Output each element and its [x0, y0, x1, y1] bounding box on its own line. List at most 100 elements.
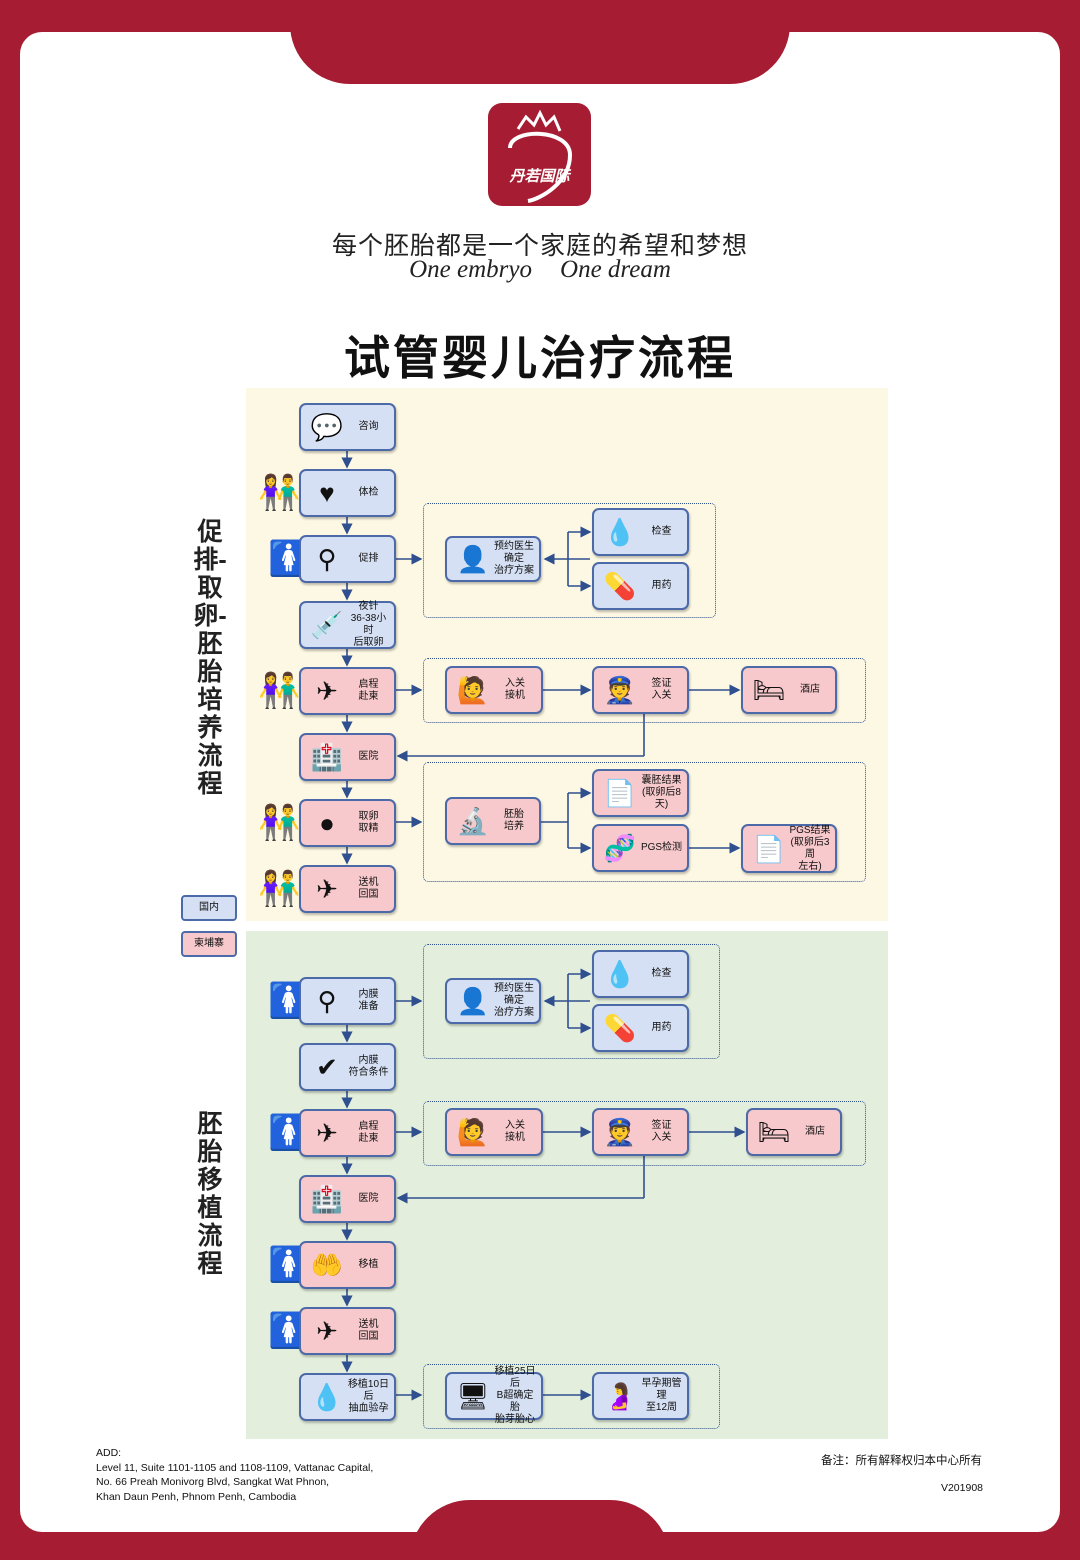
bottom-notch	[410, 1500, 670, 1560]
step-pgs-test[interactable]: 🧬PGS检测	[592, 824, 689, 872]
step-return-2[interactable]: ✈ 送机 回国	[299, 1307, 396, 1355]
step-label: 启程 赴柬	[358, 679, 379, 702]
checkmark-icon: ✔	[316, 1052, 338, 1082]
lab-microscope-icon: 🔬	[456, 806, 490, 836]
step-label: 酒店	[800, 684, 820, 695]
slogan-cn: 每个胚胎都是一个家庭的希望和梦想	[331, 231, 748, 260]
step-label: 检查	[651, 526, 672, 537]
step-label: PGS结果 (取卵后3周 左右)	[789, 824, 831, 872]
couple-icon: 👫	[258, 870, 300, 908]
step-exam[interactable]: 💧检查	[592, 508, 689, 556]
step-blastocyst-result[interactable]: 📄囊胚结果 (取卵后8天)	[592, 769, 689, 817]
step-label: 移植	[358, 1259, 379, 1270]
address-line-3: Khan Daun Penh, Phnom Penh, Cambodia	[96, 1490, 297, 1503]
airplane-icon: ✈	[316, 1316, 338, 1346]
visa-officer-icon: 👮	[603, 1117, 637, 1147]
step-pgs-result[interactable]: 📄PGS结果 (取卵后3周 左右)	[741, 824, 837, 873]
step-label: 入关 接机	[505, 678, 525, 701]
step-medication-2[interactable]: 💊用药	[592, 1004, 689, 1052]
step-label: 预约医生 确定 治疗方案	[494, 983, 534, 1018]
step-transfer[interactable]: 🤲 移植	[299, 1241, 396, 1289]
medicine-icon: 💊	[603, 571, 637, 601]
step-blood-test[interactable]: 💧移植10日后 抽血验孕	[299, 1373, 396, 1421]
step-doctor-plan[interactable]: 👤预约医生 确定 治疗方案	[445, 536, 541, 582]
step-label: 移植10日后 抽血验孕	[347, 1379, 390, 1414]
group-pregnancy	[423, 1364, 720, 1429]
step-return[interactable]: ✈ 送机 回国	[299, 865, 396, 913]
couple-icon: 👫	[258, 474, 300, 512]
section-label-stimulation: 促排-取卵-胚胎培养流程	[193, 518, 227, 798]
slogan-en: One embryo One dream	[0, 256, 1080, 284]
step-label: 酒店	[805, 1126, 825, 1137]
step-arrival-pickup-2[interactable]: 🙋入关 接机	[445, 1108, 543, 1156]
step-visa[interactable]: 👮 签证 入关	[592, 666, 689, 714]
brand-logo: 丹若国际	[488, 103, 591, 206]
step-embryo-culture[interactable]: 🔬 胚胎 培养	[445, 797, 541, 845]
pomegranate-icon	[508, 109, 573, 203]
step-label: 胚胎 培养	[504, 809, 524, 832]
doctor-icon: 👤	[456, 544, 490, 574]
step-label: 医院	[358, 751, 379, 762]
step-medication[interactable]: 💊 用药	[592, 562, 689, 610]
hospital-icon: 🏥	[310, 742, 344, 772]
step-exam-2[interactable]: 💧 检查	[592, 950, 689, 998]
airplane-icon: ✈	[316, 874, 338, 904]
step-label: 囊胚结果 (取卵后8天)	[641, 775, 682, 810]
step-label: 用药	[651, 1022, 672, 1033]
slogan-en-1: One embryo	[409, 256, 533, 283]
step-label: 内膜 准备	[358, 989, 379, 1012]
group-transfer-plan	[423, 944, 720, 1059]
step-depart[interactable]: ✈启程 赴柬	[299, 667, 396, 715]
document-icon: 📄	[603, 778, 637, 808]
section-label-transfer: 胚胎移植流程	[197, 1110, 223, 1278]
step-label: 签证 入关	[651, 678, 672, 701]
step-depart-2[interactable]: ✈启程 赴柬	[299, 1109, 396, 1157]
step-label: 签证 入关	[651, 1120, 672, 1143]
step-hotel[interactable]: 🛏酒店	[741, 666, 837, 714]
egg-sperm-icon: ●	[319, 808, 335, 838]
step-label: 送机 回国	[358, 877, 379, 900]
legend-domestic: 国内	[181, 895, 237, 921]
step-stimulation[interactable]: ⚲ 促排	[299, 535, 396, 583]
pregnant-woman-icon: 🤰	[603, 1381, 637, 1411]
step-retrieval[interactable]: ●取卵 取精	[299, 799, 396, 847]
address-label: ADD:	[96, 1447, 122, 1459]
step-label: 用药	[651, 580, 672, 591]
visa-officer-icon: 👮	[603, 675, 637, 705]
step-label: 咨询	[358, 421, 379, 432]
step-ultrasound[interactable]: 🖥移植25日后 B超确定胎 胎芽胎心	[445, 1366, 543, 1425]
transfer-icon: 🤲	[310, 1250, 344, 1280]
document-icon: 📄	[752, 833, 786, 864]
syringe-icon: 💉	[310, 610, 344, 640]
step-label: 入关 接机	[505, 1120, 525, 1143]
ultrasound-probe-icon: 💧	[603, 959, 637, 989]
step-label: 内膜 符合条件	[348, 1055, 389, 1078]
step-label: PGS检测	[640, 842, 683, 853]
step-endometrium-ready[interactable]: ✔ 内膜 符合条件	[299, 1043, 396, 1091]
step-night-shot[interactable]: 💉夜针 36-38小时 后取卵	[299, 601, 396, 649]
step-endometrium-prep[interactable]: ⚲ 内膜 准备	[299, 977, 396, 1025]
step-hotel-2[interactable]: 🛏酒店	[746, 1108, 842, 1156]
step-visa-2[interactable]: 👮 签证 入关	[592, 1108, 689, 1156]
step-hospital[interactable]: 🏥 医院	[299, 733, 396, 781]
step-label: 移植25日后 B超确定胎 胎芽胎心	[494, 1366, 536, 1425]
top-notch	[290, 0, 790, 84]
customs-officer-icon: 🙋	[456, 675, 490, 705]
couple-icon: 👫	[258, 804, 300, 842]
step-label: 检查	[651, 968, 672, 979]
step-arrival-pickup[interactable]: 🙋 入关 接机	[445, 666, 543, 714]
uterus-icon: ⚲	[317, 986, 337, 1016]
step-early-pregnancy[interactable]: 🤰早孕期管理 至12周	[592, 1372, 689, 1420]
page-title: 试管婴儿治疗流程	[344, 332, 736, 384]
step-consult[interactable]: 💬咨询	[299, 403, 396, 451]
address-line-2: No. 66 Preah Monivorg Blvd, Sangkat Wat …	[96, 1476, 330, 1488]
step-label: 送机 回国	[358, 1319, 379, 1342]
slogan-en-2: One dream	[560, 256, 671, 283]
step-label: 夜针 36-38小时 后取卵	[350, 601, 387, 648]
step-checkup[interactable]: ♥体检	[299, 469, 396, 517]
step-label: 早孕期管理 至12周	[641, 1378, 682, 1413]
step-doctor-plan-2[interactable]: 👤预约医生 确定 治疗方案	[445, 978, 541, 1024]
step-label: 促排	[358, 553, 379, 564]
step-hospital-2[interactable]: 🏥医院	[299, 1175, 396, 1223]
uterus-icon: ⚲	[317, 544, 337, 574]
